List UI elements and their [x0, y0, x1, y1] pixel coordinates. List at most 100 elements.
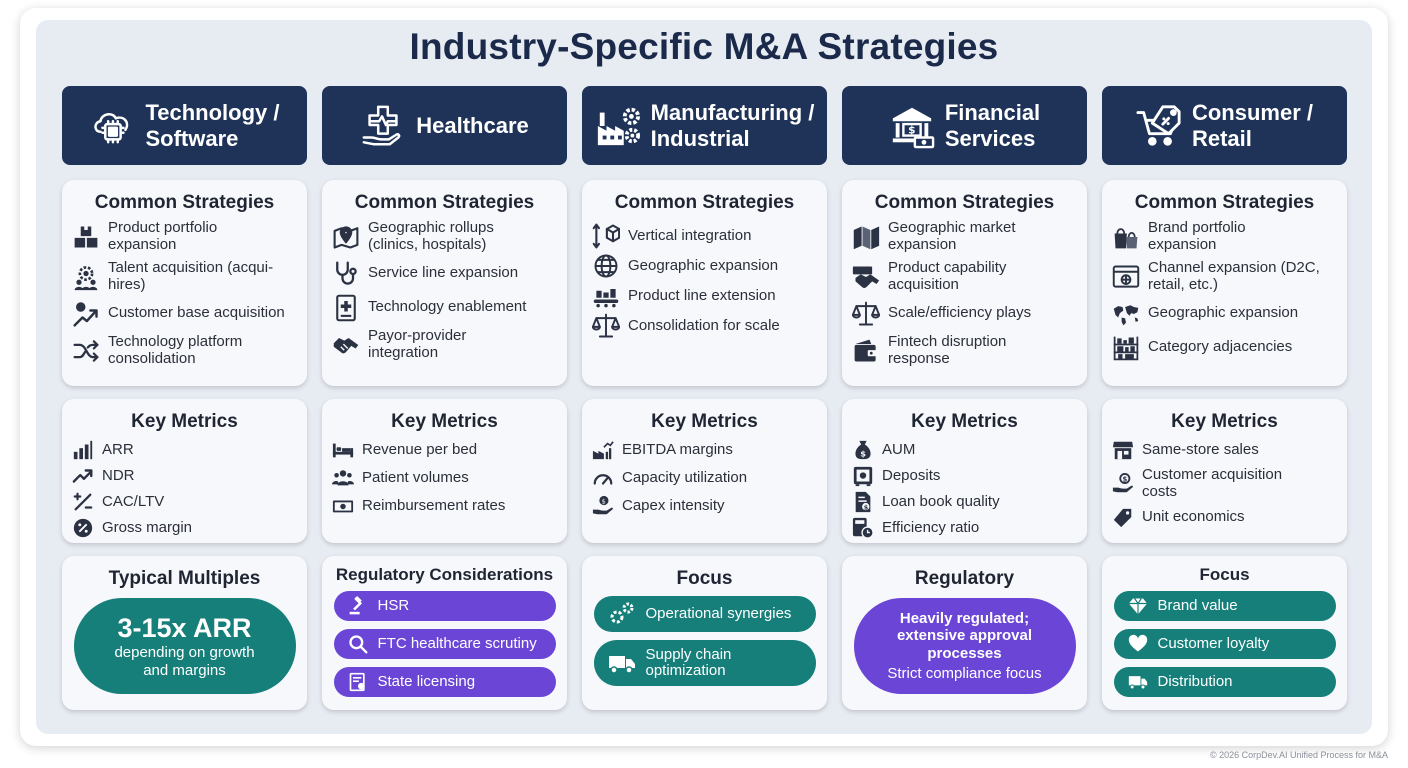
list-item: NDR — [72, 465, 299, 487]
list-item: Geographic expansion — [1112, 300, 1339, 328]
list-item: $ Customer acquisition costs — [1112, 466, 1339, 501]
column-financial: $ Financial Services Common Strategies G… — [842, 86, 1087, 710]
list-item: Reimbursement rates — [332, 495, 559, 517]
money-bag-icon: $ — [852, 439, 874, 461]
list-item: Technology enablement — [332, 294, 559, 322]
multiple-note: depending on growth and margins — [114, 644, 255, 679]
column-manufacturing: Manufacturing / Industrial Common Strate… — [582, 86, 827, 710]
list-item: Geographic expansion — [592, 252, 819, 280]
strategies-title: Common Strategies — [1134, 192, 1315, 213]
list-item: Revenue per bed — [332, 439, 559, 461]
list-item: $ AUM — [852, 439, 1079, 461]
list-item: Scale/efficiency plays — [852, 300, 1079, 328]
gear-people-icon — [72, 263, 100, 291]
header-consumer: Consumer / Retail — [1102, 86, 1347, 165]
multiples-title: Typical Multiples — [108, 568, 261, 589]
list-item: Fintech disruption response — [852, 333, 1079, 368]
scale-icon — [592, 312, 620, 340]
header-label: Healthcare — [416, 112, 529, 138]
list-item: Capacity utilization — [592, 467, 819, 489]
svg-text:$: $ — [864, 503, 869, 511]
bank-icon: $ — [889, 103, 935, 149]
calculator-clock-icon — [852, 517, 874, 539]
column-healthcare: Healthcare Common Strategies Geographic … — [322, 86, 567, 710]
regulatory-badge: Heavily regulated; extensive approval pr… — [853, 598, 1076, 694]
svg-text:$: $ — [860, 448, 866, 458]
ratio-icon — [72, 491, 94, 513]
focus-title: Focus — [1199, 565, 1250, 584]
factory-chart-icon — [592, 439, 614, 461]
pill-hsr: HSR — [333, 591, 556, 621]
regulatory-note: Strict compliance focus — [887, 664, 1042, 682]
boxes-icon — [72, 223, 100, 251]
regulatory-card: Regulatory Considerations HSR FTC health… — [322, 556, 567, 710]
multiples-card: Typical Multiples 3-15x ARR depending on… — [62, 556, 307, 710]
metrics-title: Key Metrics — [131, 411, 238, 432]
pill-distribution: Distribution — [1113, 667, 1336, 697]
pill-licensing: State licensing — [333, 667, 556, 697]
copyright-footer: © 2026 CorpDev.AI Unified Process for M&… — [1209, 750, 1388, 760]
factory-gears-icon — [595, 103, 641, 149]
list-item: Payor-provider integration — [332, 327, 559, 362]
list-item: Technology platform consolidation — [72, 333, 299, 368]
focus-card: Focus Brand value Customer loyalty Distr… — [1102, 556, 1347, 710]
multiple-value: 3-15x ARR — [117, 613, 252, 644]
storefront-icon — [1112, 439, 1134, 461]
people-icon — [332, 467, 354, 489]
document-dollar-icon: $ — [852, 491, 874, 513]
pill-operational-synergies: Operational synergies — [593, 596, 816, 632]
list-item: Product capability acquisition — [852, 259, 1079, 294]
header-label: Technology / Software — [145, 99, 280, 151]
heart-icon — [1128, 634, 1148, 654]
focus-title: Focus — [676, 568, 733, 589]
list-item: Service line expansion — [332, 260, 559, 288]
pill-supply-chain: Supply chain optimization — [593, 640, 816, 686]
gears-icon — [608, 600, 636, 628]
strategies-title: Common Strategies — [354, 192, 535, 213]
world-map-icon — [1112, 300, 1140, 328]
svg-text:$: $ — [908, 124, 915, 136]
list-item: Vertical integration — [592, 222, 819, 250]
regulatory-card: Regulatory Heavily regulated; extensive … — [842, 556, 1087, 710]
header-manufacturing: Manufacturing / Industrial — [582, 86, 827, 165]
gavel-icon — [348, 596, 368, 616]
magnifier-icon — [348, 634, 368, 654]
page-title: Industry-Specific M&A Strategies — [409, 26, 999, 67]
list-item: Patient volumes — [332, 467, 559, 489]
regulatory-summary: Heavily regulated; extensive approval pr… — [896, 610, 1033, 662]
header-label: Consumer / Retail — [1191, 99, 1314, 151]
bed-icon — [332, 439, 354, 461]
list-item: Brand portfolio expansion — [1112, 219, 1339, 254]
scale-icon — [852, 300, 880, 328]
shelves-icon — [1112, 334, 1140, 362]
tablet-medical-icon — [332, 294, 360, 322]
strategies-card: Common Strategies Product portfolio expa… — [62, 180, 307, 386]
strategies-card: Common Strategies Geographic market expa… — [842, 180, 1087, 386]
cash-icon — [332, 495, 354, 517]
list-item: Category adjacencies — [1112, 334, 1339, 362]
price-tag-icon — [1112, 507, 1134, 529]
diamond-icon — [1128, 596, 1148, 616]
list-item: Geographic rollups (clinics, hospitals) — [332, 219, 559, 254]
metrics-title: Key Metrics — [391, 411, 498, 432]
column-technology: Technology / Software Common Strategies … — [62, 86, 307, 710]
multiple-badge: 3-15x ARR depending on growth and margin… — [73, 598, 296, 694]
metrics-title: Key Metrics — [1171, 411, 1278, 432]
list-item: Efficiency ratio — [852, 517, 1079, 539]
list-item: Product line extension — [592, 282, 819, 310]
wallet-icon — [852, 337, 880, 365]
pill-customer-loyalty: Customer loyalty — [1113, 629, 1336, 659]
conveyor-icon — [592, 282, 620, 310]
list-item: Talent acquisition (acqui- hires) — [72, 259, 299, 294]
list-item: $ Capex intensity — [592, 495, 819, 517]
header-label: Manufacturing / Industrial — [650, 99, 815, 151]
pill-ftc: FTC healthcare scrutiny — [333, 629, 556, 659]
metrics-card: Key Metrics Same-store sales $ Customer … — [1102, 399, 1347, 543]
shuffle-icon — [72, 337, 100, 365]
header-technology: Technology / Software — [62, 86, 307, 165]
metrics-title: Key Metrics — [911, 411, 1018, 432]
list-item: Customer base acquisition — [72, 300, 299, 328]
map-icon — [852, 223, 880, 251]
shopping-bags-icon — [1112, 223, 1140, 251]
list-item: Deposits — [852, 465, 1079, 487]
